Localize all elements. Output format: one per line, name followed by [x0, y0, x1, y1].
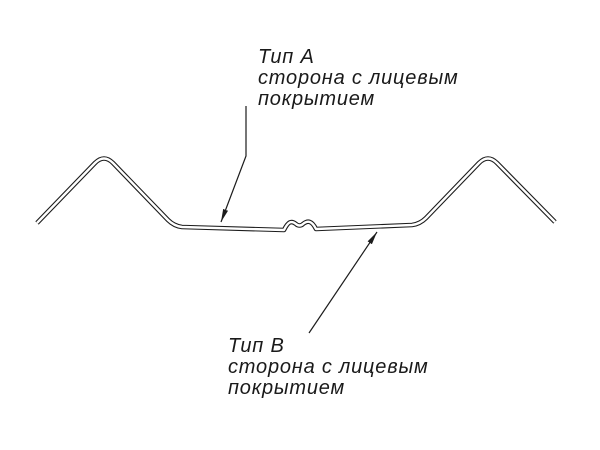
leader-line-type-b: [308, 231, 378, 334]
label-type-a-desc2: покрытием: [258, 88, 376, 110]
sheet-profile-outline: [35, 156, 557, 233]
label-type-b-title: Тип B: [228, 335, 285, 357]
label-type-a-title: Тип A: [258, 46, 315, 68]
leader-line-type-a: [220, 106, 247, 223]
label-type-b-desc1: сторона с лицевым: [228, 356, 429, 378]
label-type-b-desc2: покрытием: [228, 377, 346, 399]
label-type-a-desc1: сторона с лицевым: [258, 67, 459, 89]
label-type-a: Тип A сторона с лицевым покрытием: [258, 47, 458, 110]
sheet-profile-inner-line: [36, 157, 556, 232]
label-type-b: Тип B сторона с лицевым покрытием: [228, 336, 428, 399]
